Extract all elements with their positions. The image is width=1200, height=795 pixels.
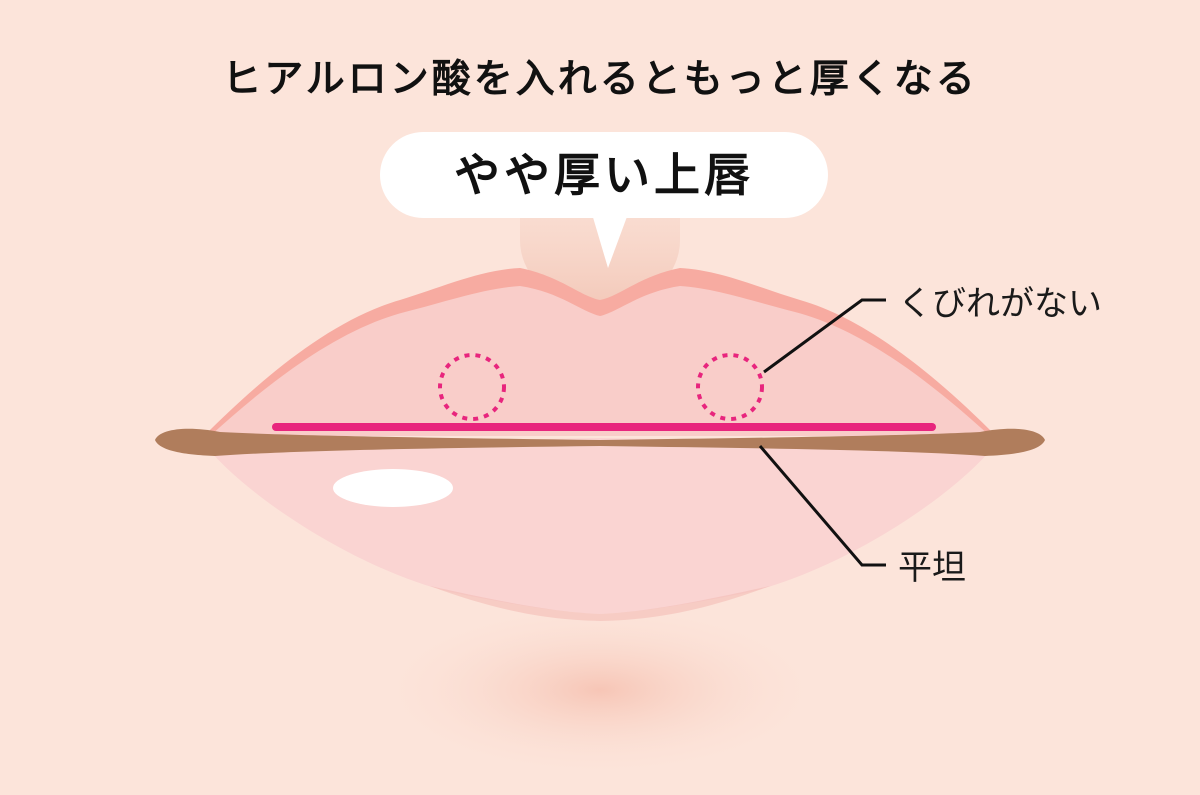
dotted-circle-icon [438, 353, 506, 421]
callout-flat: 平坦 [898, 548, 966, 588]
mouth-line [155, 428, 1045, 456]
bubble-label: やや厚い上唇 [454, 148, 754, 202]
lower-lip [205, 438, 995, 614]
dotted-circle-icon [696, 353, 764, 421]
lip-highlight [333, 469, 453, 507]
leader-line-bottom [758, 445, 886, 567]
lower-lip-edge [430, 586, 770, 621]
callout-no-constriction: くびれがない [898, 284, 1102, 324]
upper-lip [210, 286, 990, 436]
chin-glow [370, 600, 830, 780]
leader-line-top [763, 298, 886, 374]
speech-bubble [380, 132, 828, 268]
page-title: ヒアルロン酸を入れるともっと厚くなる [222, 57, 978, 102]
